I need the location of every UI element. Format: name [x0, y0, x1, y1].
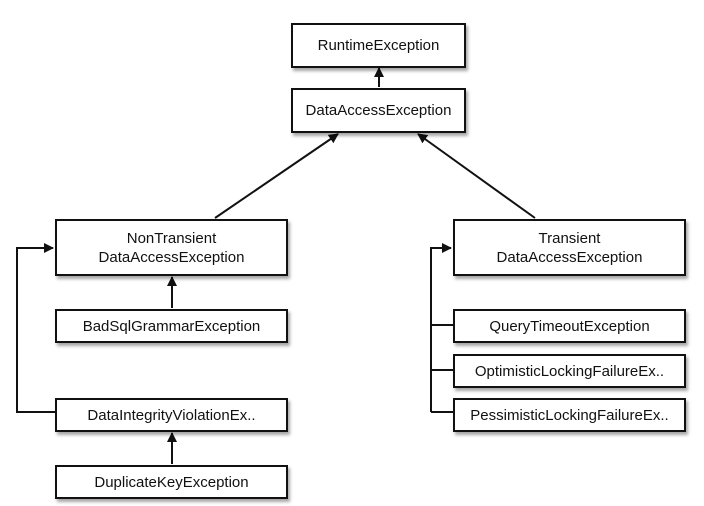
node-label: DuplicateKeyException	[94, 473, 249, 491]
node-label: OptimisticLockingFailureEx..	[474, 362, 665, 380]
node-optimistic-locking-failure-exception: OptimisticLockingFailureEx..	[453, 354, 686, 388]
node-label-line2: DataAccessException	[496, 248, 643, 266]
node-label: DataAccessException	[305, 102, 452, 119]
node-transient-data-access-exception: Transient DataAccessException	[453, 219, 686, 276]
node-label-line1: Transient	[538, 229, 601, 247]
node-duplicate-key-exception: DuplicateKeyException	[55, 465, 288, 499]
node-label: QueryTimeoutException	[489, 317, 650, 335]
node-runtime-exception: RuntimeException	[291, 23, 466, 68]
node-data-integrity-violation-exception: DataIntegrityViolationEx..	[55, 398, 288, 432]
node-pessimistic-locking-failure-exception: PessimisticLockingFailureEx..	[453, 398, 686, 432]
edge-transient-to-dataaccess	[417, 133, 536, 219]
node-label: PessimisticLockingFailureEx..	[470, 406, 669, 424]
edge-dataintegrity-to-nontransient	[16, 243, 56, 413]
node-label: RuntimeException	[317, 37, 440, 54]
node-bad-sql-grammar-exception: BadSqlGrammarException	[55, 309, 288, 343]
node-label-line1: NonTransient	[126, 229, 217, 247]
edge-nontransient-to-dataaccess	[214, 133, 339, 219]
edge-transient-children-trunk	[430, 243, 452, 412]
node-query-timeout-exception: QueryTimeoutException	[453, 309, 686, 343]
node-data-access-exception: DataAccessException	[291, 88, 466, 133]
node-label: DataIntegrityViolationEx..	[87, 406, 256, 424]
node-label-line2: DataAccessException	[98, 248, 245, 266]
node-nontransient-data-access-exception: NonTransient DataAccessException	[55, 219, 288, 276]
node-label: BadSqlGrammarException	[82, 317, 261, 335]
